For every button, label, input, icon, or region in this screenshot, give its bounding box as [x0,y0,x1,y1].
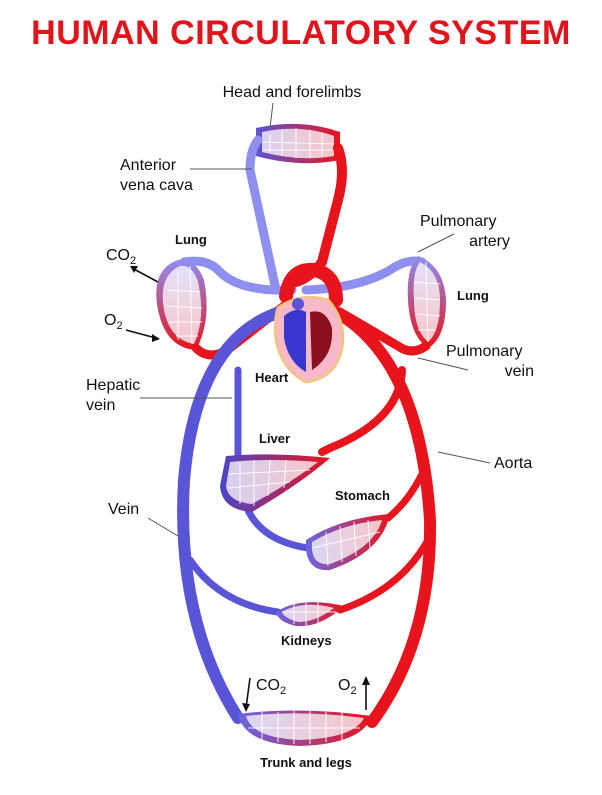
label-hepatic-vein-2: vein [86,397,115,414]
aortic-arch [279,262,343,307]
label-anterior-vena-cava-2: vena cava [120,177,193,194]
leader-aorta [437,451,491,464]
anterior-vena-cava [245,135,281,295]
co2-arrowhead-bottom [242,703,250,712]
vena-cava [177,306,286,724]
label-vein: Vein [108,501,139,518]
co2-arrowhead-left [130,266,138,273]
leader-vein [147,517,179,537]
label-stomach: Stomach [335,488,390,503]
o2-arrowhead-bottom [362,676,370,685]
label-trunk-and-legs: Trunk and legs [260,755,352,770]
pulmonary-artery-left [179,256,297,295]
head-capillary-bed [256,123,340,164]
label-pulmonary-vein-2: vein [505,363,534,380]
renal-artery [336,536,432,614]
lung-left-capillaries [156,259,207,350]
label-kidneys: Kidneys [281,633,332,648]
co2-arrow-left [131,267,159,283]
label-aorta: Aorta [494,455,532,472]
aorta [330,306,437,728]
label-lung-right: Lung [457,288,489,303]
label-pulmonary-artery-1: Pulmonary [420,213,496,230]
label-o2-left: O2 [104,312,123,332]
leader-pulmonary-artery [417,233,455,253]
gastric-artery [384,466,428,522]
label-head-and-forelimbs: Head and forelimbs [223,84,362,101]
kidneys-capillaries [276,600,344,627]
stomach-capillaries [305,514,390,571]
label-heart: Heart [255,370,289,385]
label-pulmonary-artery-2: artery [469,233,510,250]
label-anterior-vena-cava-1: Anterior [120,157,177,174]
label-co2-bottom: CO2 [256,677,286,697]
carotid-artery [291,143,347,287]
leader-head [269,102,274,129]
trunk-legs-capillaries [238,710,372,746]
label-co2-left: CO2 [106,247,136,267]
pulmonary-vein-right [335,307,431,356]
label-o2-bottom: O2 [338,677,357,697]
o2-arrow-left [125,329,157,339]
lung-right-capillaries [407,256,446,348]
heart [273,295,345,384]
leader-pulmonary-vein [417,357,469,371]
label-lung-left: Lung [175,232,207,247]
renal-vein [186,556,282,616]
label-liver: Liver [259,431,290,446]
o2-arrowhead-left [152,334,160,342]
liver-capillaries [220,454,330,512]
hepatic-artery [318,366,406,456]
co2-arrow-bottom [245,677,251,709]
diagram-title: HUMAN CIRCULATORY SYSTEM [31,14,571,52]
label-pulmonary-vein-1: Pulmonary [446,343,522,360]
label-hepatic-vein-1: Hepatic [86,377,140,394]
